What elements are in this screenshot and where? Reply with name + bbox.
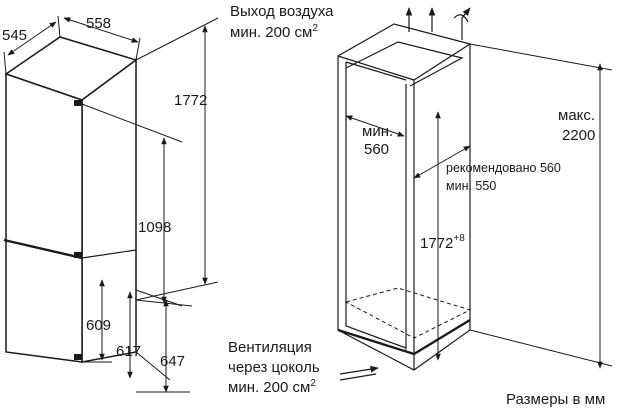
vent-sup: 2 (310, 378, 316, 389)
svg-text:1772+8: 1772+8 (420, 233, 465, 252)
hinge-top (74, 100, 82, 106)
niche-height-sup: +8 (453, 233, 465, 244)
plinth-outline (344, 287, 472, 339)
air-outlet-line2: мин. 200 см (230, 24, 312, 41)
niche-drawing (337, 23, 472, 371)
niche-outer (337, 23, 471, 371)
dim-total-height-value: 1772 (174, 92, 207, 109)
niche-min-width: мин. 550 (446, 179, 496, 193)
dim-freezer-door-value: 609 (86, 317, 111, 334)
dim-depth-value: 545 (2, 27, 27, 44)
dim-niche-width: рекомендовано 560 мин. 550 (413, 145, 561, 193)
dim-depth: 545 (2, 15, 61, 75)
door-divider (3, 238, 83, 260)
ventilation-label: Вентиляция через цоколь мин. 200 см2 (228, 339, 379, 396)
dim-niche-depth: мин. 560 (345, 115, 405, 158)
svg-text:мин. 200 см2: мин. 200 см2 (230, 23, 318, 41)
dim-fridge-door-value: 1098 (138, 219, 171, 236)
max-label: макс. (558, 107, 595, 124)
dim-lower-a-value: 617 (116, 343, 141, 360)
max-value: 2200 (562, 127, 595, 144)
dim-width-value: 558 (86, 15, 111, 32)
air-outlet-label: Выход воздуха мин. 200 см2 (230, 3, 334, 41)
hinge-middle (74, 252, 82, 258)
vent-line1: Вентиляция (228, 339, 312, 356)
dim-total-height: 1772 (135, 17, 219, 301)
vent-line3: мин. 200 см (228, 379, 310, 396)
air-outlet-sup: 2 (312, 23, 318, 34)
dim-freezer-door: 609 (82, 279, 112, 363)
dim-fridge-door: 1098 (81, 103, 183, 307)
hinge-bottom (74, 354, 82, 360)
air-outlet-line1: Выход воздуха (230, 3, 334, 20)
niche-height-value: 1772 (420, 235, 453, 252)
exhaust-arrows (405, 7, 471, 40)
dim-max-height: макс. 2200 (469, 43, 613, 369)
niche-min-depth-value: 560 (364, 141, 389, 158)
niche-min-depth-label: мин. (362, 123, 393, 140)
niche-recommended: рекомендовано 560 (446, 161, 561, 175)
units-note: Размеры в мм (506, 391, 605, 408)
dim-lower-a: 617 (116, 291, 171, 381)
dim-lower-b: 647 (135, 299, 193, 393)
dim-lower-b-value: 647 (160, 353, 185, 370)
vent-line2: через цоколь (228, 359, 320, 376)
svg-text:мин. 200 см2: мин. 200 см2 (228, 378, 316, 396)
dim-niche-height: 1772+8 (420, 111, 465, 361)
dim-width: 558 (63, 15, 141, 61)
appliance-drawing (3, 36, 138, 363)
appliance-front (5, 72, 83, 363)
